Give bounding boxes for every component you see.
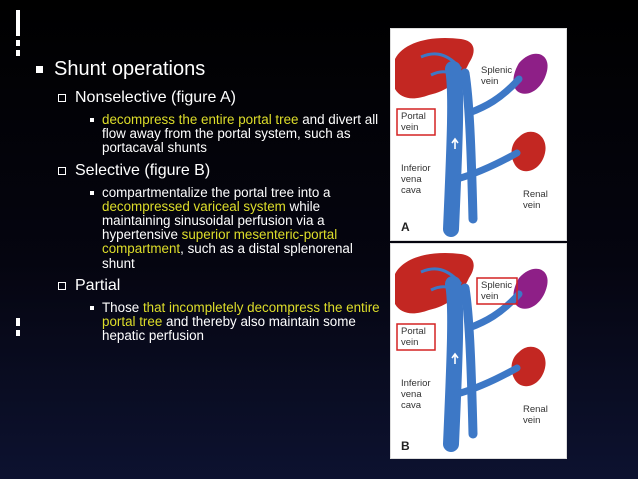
bullet-icon: [90, 190, 94, 195]
portal-callout-box: [396, 323, 436, 351]
bullet-text: , such as a distal splenorenal shunt: [102, 241, 353, 271]
bullet-text: and thereby also maintain some hepatic p…: [102, 314, 356, 344]
inferior-vena-cava: [443, 276, 464, 452]
decor-bar: [16, 318, 20, 326]
section-heading: Nonselective (figure A): [58, 89, 375, 107]
portal-vein: [460, 283, 478, 439]
portal-vein: [460, 68, 478, 224]
kidney-shape: [511, 131, 546, 172]
decor-bar: [16, 10, 20, 36]
section-bullet: compartmentalize the portal tree into a …: [88, 184, 380, 271]
figure-letter: A: [401, 220, 410, 234]
section-heading-text: Selective (figure B): [75, 161, 211, 179]
highlighted-text: decompress the entire portal tree: [102, 112, 299, 127]
highlighted-text: decompressed variceal system: [102, 198, 286, 214]
hollow-square-bullet-icon: [58, 281, 66, 290]
liver-shape: [395, 252, 474, 314]
section-heading-text: Partial: [75, 276, 121, 294]
spleen-shape: [513, 53, 548, 94]
splenic-callout-box: [476, 277, 518, 305]
inferior-vena-cava: [443, 61, 464, 237]
flow-arrow-icon: [451, 352, 459, 364]
slide-title: Shunt operations: [36, 58, 375, 81]
splenic-vein: [465, 75, 523, 117]
liver-shape: [395, 37, 474, 99]
bullet-text: Those: [102, 299, 143, 315]
kidney-shape: [511, 346, 546, 387]
decor-bar: [16, 330, 20, 336]
hepatic-vein-branches: [420, 267, 465, 299]
renal-vein: [453, 364, 521, 398]
section-bullet: Those that incompletely decompress the e…: [88, 299, 380, 344]
section-bullet: decompress the entire portal tree and di…: [88, 112, 380, 156]
highlighted-text: superior mesenteric-portal compartment: [102, 227, 338, 257]
bullet-sections: Nonselective (figure A) decompress the en…: [30, 89, 380, 343]
bullet-icon: [90, 305, 94, 310]
section-heading: Selective (figure B): [58, 162, 375, 180]
decor-bar: [16, 50, 20, 56]
hollow-square-bullet-icon: [58, 166, 66, 175]
decor-bar: [16, 40, 20, 46]
spleen-shape: [513, 268, 548, 309]
slide-body: Shunt operations Nonselective (figure A)…: [30, 58, 380, 349]
section-heading-text: Nonselective (figure A): [75, 89, 236, 106]
bullet-text: and divert all flow away from the portal…: [102, 112, 379, 156]
portal-callout-box: [396, 108, 436, 136]
section-heading: Partial: [58, 277, 375, 295]
figure-letter: B: [401, 439, 410, 453]
bullet-text: while maintaining sinusoidal perfusion v…: [102, 198, 325, 243]
highlighted-text: that incompletely decompress the entire …: [102, 299, 380, 330]
hepatic-vein-branches: [420, 52, 465, 84]
bullet-icon: [90, 118, 94, 122]
flow-arrow-icon: [451, 137, 459, 149]
renal-vein: [453, 149, 521, 183]
square-bullet-icon: [36, 66, 43, 73]
hollow-square-bullet-icon: [58, 94, 66, 102]
title-text: Shunt operations: [54, 58, 206, 80]
bullet-text: compartmentalize the portal tree into a: [102, 184, 331, 200]
splenic-vein: [465, 290, 523, 332]
